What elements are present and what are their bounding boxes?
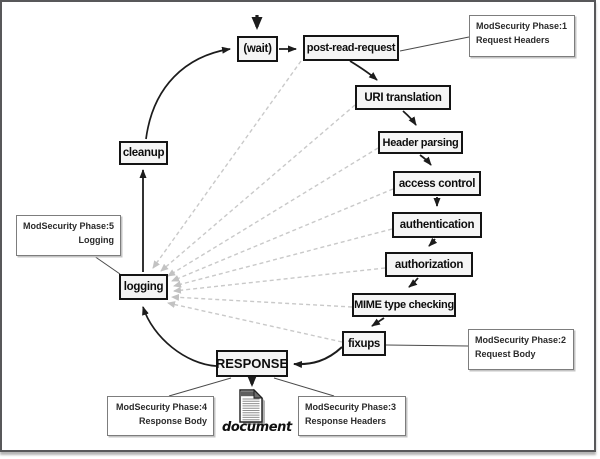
node-cleanup: cleanup [119,141,168,165]
node-logging: logging [119,274,168,300]
diagram-frame [0,0,596,452]
node-uri-translation-label: URI translation [364,91,442,104]
node-authorization-label: authorization [394,258,464,271]
dashed-arrow-authorization-to-logging [173,267,386,294]
callout-phase3-line1: ModSecurity Phase:3 [305,402,397,412]
callout-phase5-line1: ModSecurity Phase:5 [23,221,115,231]
callout-modsecurity-phase4: ModSecurity Phase:4 Response Body [107,396,214,436]
node-fixups: fixups [342,331,386,356]
callout-phase1-line2: Request Headers [476,34,550,45]
arrow-authentication-to-authorization [428,237,438,247]
callout-phase4-line1: ModSecurity Phase:4 [115,402,207,412]
dashed-arrow-access-control-to-logging [171,188,394,282]
node-mime-type-checking-label: MIME type checking [354,299,454,311]
node-response-label: RESPONSE [215,356,289,371]
callout-phase3-line2: Response Headers [305,415,387,426]
callout-modsecurity-phase5: ModSecurity Phase:5 Logging [16,215,121,256]
node-response: RESPONSE [216,350,288,377]
connector-post-read-request-to-phase1 [399,36,470,52]
node-header-parsing: Header parsing [378,131,463,154]
dashed-arrow-authentication-to-logging [173,228,393,288]
connector-response-to-phase3 [273,377,335,397]
arrow-authorization-to-mime-checking [408,277,419,288]
arrow-uri-translation-to-header-parsing [402,110,417,126]
callout-phase2-line2: Request Body [475,348,536,359]
node-fixups-label: fixups [347,337,381,350]
arrow-mime-checking-to-fixups [371,317,385,327]
callout-modsecurity-phase3: ModSecurity Phase:3 Response Headers [298,396,406,436]
callout-phase5-line2: Logging [78,234,115,245]
arrow-header-parsing-to-access-control [419,154,432,166]
arrow-fixups-to-response [293,346,343,368]
arrow-post-read-request-to-uri-translation [349,60,378,81]
document-label: document [222,420,292,435]
node-authentication-label: authentication [399,219,475,231]
node-header-parsing-label: Header parsing [382,136,459,149]
node-wait: (wait) [237,36,278,62]
node-post-read-request-label: post-read-request [306,42,396,54]
connector-response-to-phase4 [168,377,232,397]
connector-phase5-to-logging [93,255,121,275]
arrow-cleanup-to-wait [145,46,231,140]
callout-modsecurity-phase2: ModSecurity Phase:2 Request Body [468,329,574,370]
arrow-response-to-logging [142,306,217,367]
node-access-control-label: access control [398,177,476,190]
callout-phase2-line1: ModSecurity Phase:2 [475,335,567,345]
callout-phase1-line1: ModSecurity Phase:1 [476,21,568,31]
node-uri-translation: URI translation [355,85,451,110]
node-logging-label: logging [123,281,164,293]
node-cleanup-label: cleanup [122,147,165,159]
node-access-control: access control [393,171,481,196]
dashed-arrow-post-read-request-to-logging [152,60,302,269]
node-authentication: authentication [392,212,482,238]
connector-fixups-to-phase2 [385,344,469,347]
document-icon [239,388,265,425]
node-wait-label: (wait) [243,43,272,55]
node-authorization: authorization [385,252,473,277]
dashed-arrow-uri-translation-to-logging [160,104,356,272]
callout-modsecurity-phase1: ModSecurity Phase:1 Request Headers [469,15,575,57]
node-mime-type-checking: MIME type checking [352,293,456,317]
dashed-arrow-mime-checking-to-logging [171,293,353,308]
dashed-arrow-header-parsing-to-logging [167,147,379,277]
callout-phase4-line2: Response Body [138,415,207,426]
node-post-read-request: post-read-request [303,35,399,61]
dashed-arrow-fixups-to-logging [167,301,343,343]
